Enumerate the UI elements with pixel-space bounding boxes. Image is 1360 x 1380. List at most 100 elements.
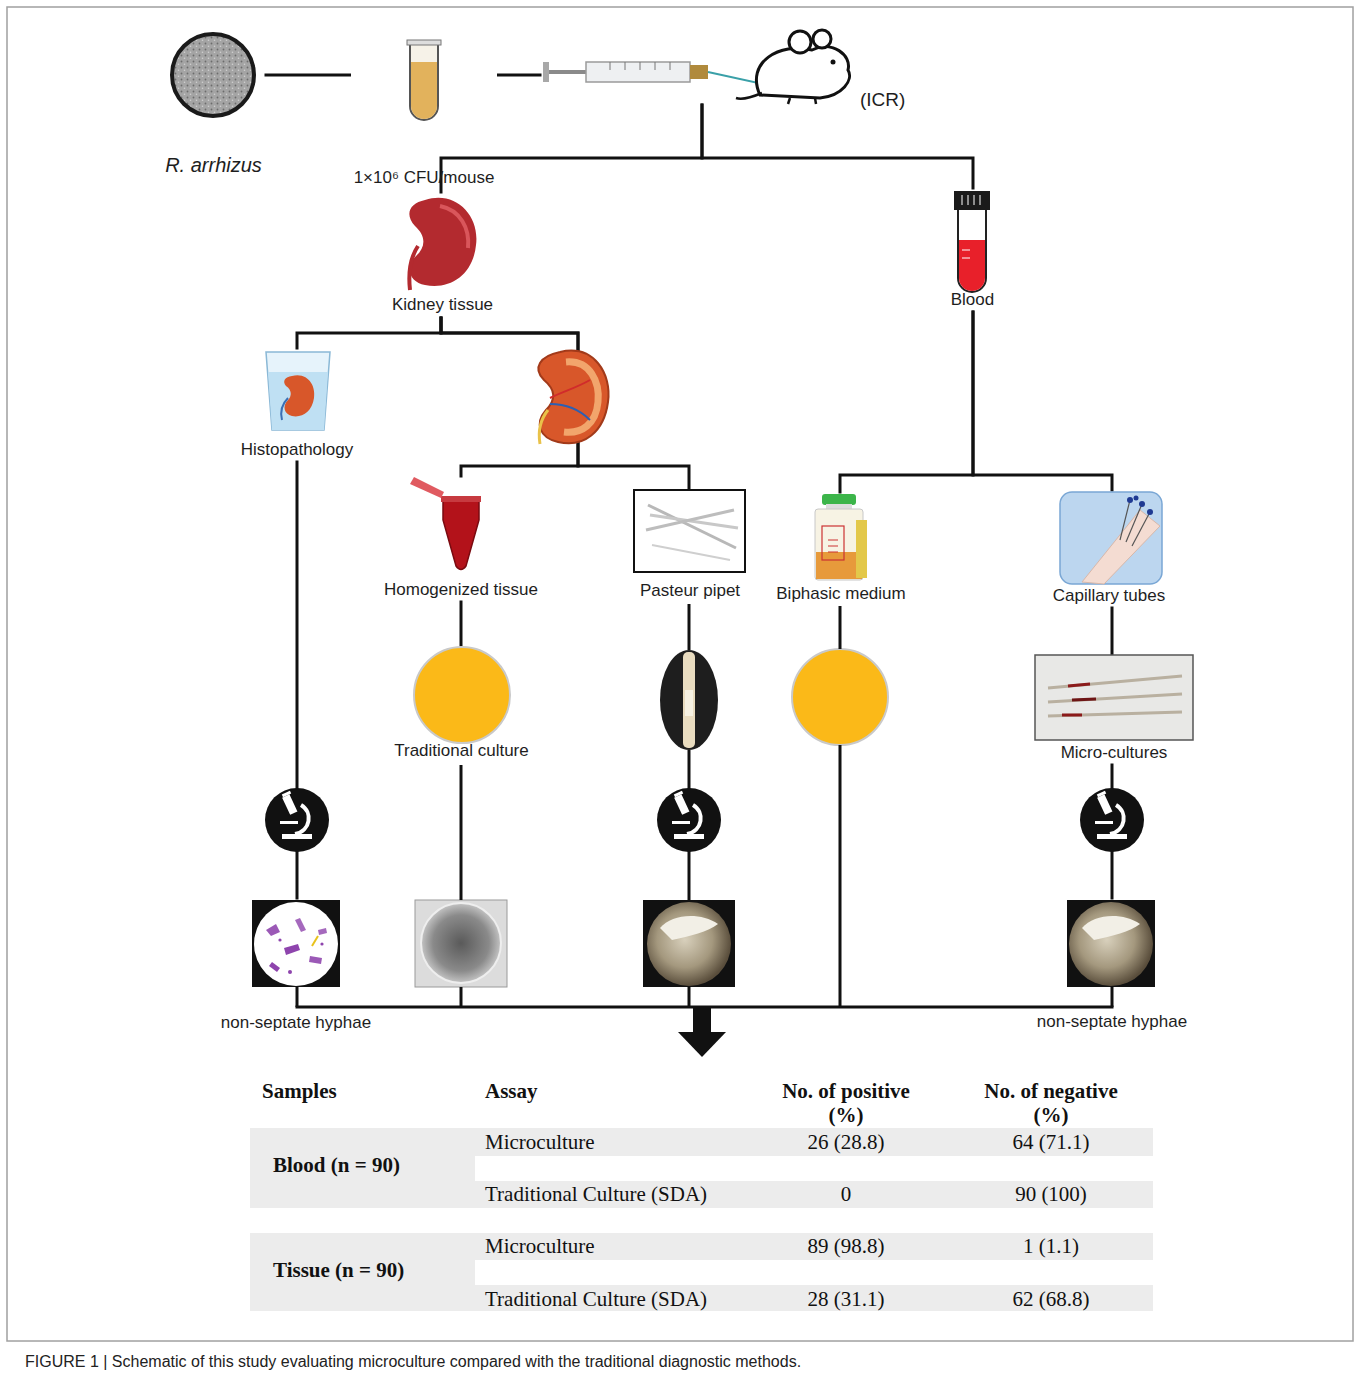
micrograph-part	[1082, 916, 1140, 940]
histology-image-part	[309, 956, 322, 964]
connector-line	[840, 312, 973, 492]
connector-line	[297, 318, 441, 348]
microculture-photo-part	[1048, 676, 1182, 688]
histology-image-part	[318, 928, 327, 935]
blood-tube-part	[959, 240, 985, 291]
blood-tube-part	[962, 250, 970, 251]
syringe-part	[655, 62, 656, 70]
kidney-icon-part	[440, 206, 468, 248]
node-label: Blood	[951, 289, 994, 311]
table-cell: 1 (1.1)	[951, 1234, 1151, 1258]
table-shading-part	[250, 1233, 475, 1311]
syringe-part	[543, 62, 549, 82]
blood-tube-part	[968, 195, 969, 205]
blood-tube-part	[974, 195, 975, 205]
node-label: Biphasic medium	[776, 583, 905, 605]
icon-node: (ICR)	[540, 28, 910, 105]
result-arrow-part	[678, 1032, 726, 1057]
mouse-outline-part	[788, 98, 790, 104]
microculture-photo	[1035, 655, 1193, 740]
table-cell: No. of negative (%)	[968, 1079, 1134, 1127]
microscope-icon-part	[265, 788, 329, 852]
table-cell: Traditional Culture (SDA)	[485, 1182, 707, 1206]
syringe-part	[690, 65, 708, 79]
microculture-photo-part	[1035, 655, 1193, 740]
culture-plate-part	[414, 647, 510, 743]
capillary-photo-part	[1082, 510, 1160, 584]
syringe-part	[610, 62, 611, 70]
petri-dish-photo-part	[421, 903, 501, 983]
mouse-outline-part	[831, 60, 836, 65]
histology-image-part	[312, 936, 318, 946]
biphasic-bottle-part	[816, 552, 862, 579]
node-label: non-septate hyphae	[1037, 1011, 1187, 1033]
connector-line	[702, 105, 973, 188]
connector-line	[499, 75, 541, 76]
icon-node: R. arrhizus	[161, 32, 266, 150]
table-cell: 64 (71.1)	[951, 1130, 1151, 1154]
microculture-photo-part	[1072, 699, 1096, 700]
capillary-photo-part	[1127, 497, 1133, 503]
pipette-photo-part	[652, 545, 730, 560]
capillary-photo	[1060, 492, 1162, 584]
capillary-photo-part	[1147, 509, 1153, 515]
fixative-beaker-part	[281, 398, 288, 420]
result-arrow-part	[693, 1007, 711, 1034]
biphasic-bottle	[815, 494, 867, 580]
flow-line-part	[688, 987, 691, 1007]
mouse-outline-part	[756, 47, 849, 98]
flow-line-part	[460, 987, 463, 1007]
flow-line	[296, 604, 1114, 1007]
flow-line-part	[839, 745, 842, 1007]
biphasic-bottle-part	[828, 552, 838, 553]
connector-line	[266, 75, 350, 76]
table-shading-part	[475, 1128, 1153, 1156]
icon-node: Micro-cultures	[1035, 655, 1193, 765]
fixative-beaker-part	[266, 352, 330, 430]
table-cell: 28 (31.1)	[746, 1287, 946, 1311]
icon-node: Capillary tubes	[1046, 490, 1172, 608]
petri-dish-photo	[415, 900, 507, 987]
syringe	[543, 62, 790, 90]
table-cell: 26 (28.8)	[746, 1130, 946, 1154]
biphasic-bottle-part	[856, 520, 867, 578]
node-label: Histopathology	[241, 439, 353, 461]
connector-path	[702, 105, 973, 188]
microculture-photo-part	[1068, 684, 1090, 686]
flow-line-part	[688, 850, 691, 900]
syringe-part	[640, 62, 641, 70]
table-cell: Traditional Culture (SDA)	[485, 1287, 707, 1311]
figure-caption: FIGURE 1 | Schematic of this study evalu…	[25, 1352, 801, 1372]
micrograph-part	[1069, 902, 1153, 986]
connector-path	[1111, 608, 1114, 655]
syringe-part	[670, 62, 671, 70]
capillary-photo-part	[1139, 501, 1145, 507]
homogenate-tube-part	[443, 500, 479, 570]
biphasic-bottle-part	[828, 546, 838, 547]
table-cell: 0	[746, 1182, 946, 1206]
table-cell: No. of positive (%)	[766, 1079, 926, 1127]
histology-image-part	[284, 944, 300, 955]
flow-line-part	[460, 765, 463, 900]
icon-node: non-septate hyphae	[1032, 898, 1192, 1036]
connector-path	[973, 312, 1112, 490]
mouse-outline	[736, 30, 850, 104]
pipette-photo-part	[634, 490, 745, 572]
kidney-section-part	[538, 351, 608, 444]
histology-image-part	[266, 924, 280, 936]
table-cell: Tissue (n = 90)	[273, 1258, 404, 1282]
fungus-colony	[172, 34, 254, 116]
inoculum-tube-part	[407, 40, 441, 45]
table-cell: 62 (68.8)	[951, 1287, 1151, 1311]
pipette-culture-photo-part	[660, 650, 718, 750]
node-label: Pasteur pipet	[640, 580, 740, 602]
pipette-culture-photo-part	[685, 690, 693, 716]
microculture-photo-part	[1048, 712, 1182, 716]
flow-line-part	[1111, 987, 1114, 1007]
fixative-beaker	[266, 352, 330, 430]
capillary-photo-part	[1060, 492, 1162, 584]
flow-line-part	[296, 987, 299, 1007]
syringe-part	[549, 70, 586, 74]
